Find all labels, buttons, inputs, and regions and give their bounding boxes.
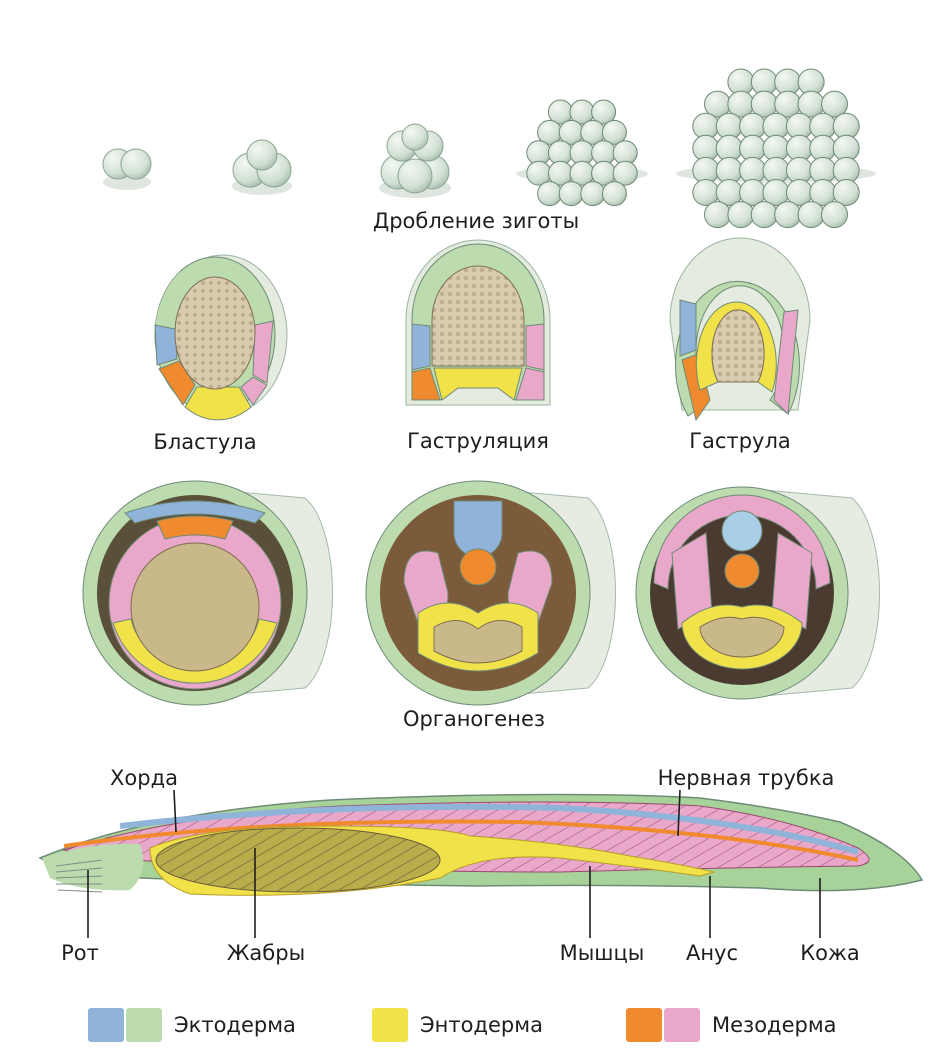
zygote-8-cell xyxy=(379,124,451,198)
zygote-morula-small xyxy=(516,100,648,206)
organogenesis-label: Органогенез xyxy=(403,707,545,731)
gastrula-label: Гаструла xyxy=(689,429,791,453)
blastomere xyxy=(602,182,626,206)
gastrula-figure: Гаструла xyxy=(670,238,810,453)
mesoderm-orange-swatch xyxy=(626,1008,662,1042)
legend-endoderm: Энтодерма xyxy=(372,1008,543,1042)
blastomere xyxy=(728,202,754,228)
ectoderm-blue-swatch xyxy=(88,1008,124,1042)
mouth-label: Рот xyxy=(61,941,99,965)
skin-label: Кожа xyxy=(800,941,860,965)
blastomere xyxy=(775,202,801,228)
blastula-label: Бластула xyxy=(153,430,256,454)
germ-layer-legend: Эктодерма Энтодерма Мезодерма xyxy=(0,995,949,1052)
anus-label: Анус xyxy=(686,941,738,965)
gastrulation-figure: Гаструляция xyxy=(406,240,550,453)
larva-body-plan: Хорда Нервная трубка Рот Жабры Мышцы Ану… xyxy=(40,766,922,965)
blastula-figure: Бластула xyxy=(153,255,287,454)
gastrulation-label: Гаструляция xyxy=(407,429,549,453)
organogenesis-stage-3 xyxy=(636,487,880,699)
organogenesis-stage-1 xyxy=(83,481,333,705)
blastomere xyxy=(751,202,777,228)
legend-mesoderm-label: Мезодерма xyxy=(712,1013,837,1037)
blastomere xyxy=(822,202,848,228)
organogenesis-stage-2 xyxy=(366,481,616,705)
zygote-morula-large xyxy=(676,69,876,228)
legend-mesoderm: Мезодерма xyxy=(626,1008,837,1042)
blastomere xyxy=(581,182,605,206)
mesoderm-pink-swatch xyxy=(664,1008,700,1042)
legend-ectoderm: Эктодерма xyxy=(88,1008,296,1042)
legend-endoderm-label: Энтодерма xyxy=(420,1013,543,1037)
endoderm-swatch xyxy=(372,1008,408,1042)
gills-label: Жабры xyxy=(227,941,305,965)
cleavage-label: Дробление зиготы xyxy=(373,209,579,233)
blastomere xyxy=(705,202,731,228)
zygote-4-cell xyxy=(232,140,292,195)
muscles-label: Мышцы xyxy=(560,941,645,965)
neural-tube-label: Нервная трубка xyxy=(658,766,835,790)
blastomere xyxy=(538,182,562,206)
ectoderm-green-swatch xyxy=(126,1008,162,1042)
blastomere xyxy=(798,202,824,228)
notochord-label: Хорда xyxy=(110,766,178,790)
zygote-2-cell xyxy=(103,149,151,190)
blastomere xyxy=(559,182,583,206)
cleavage-row: Дробление зиготы xyxy=(103,69,876,233)
legend-ectoderm-label: Эктодерма xyxy=(174,1013,296,1037)
